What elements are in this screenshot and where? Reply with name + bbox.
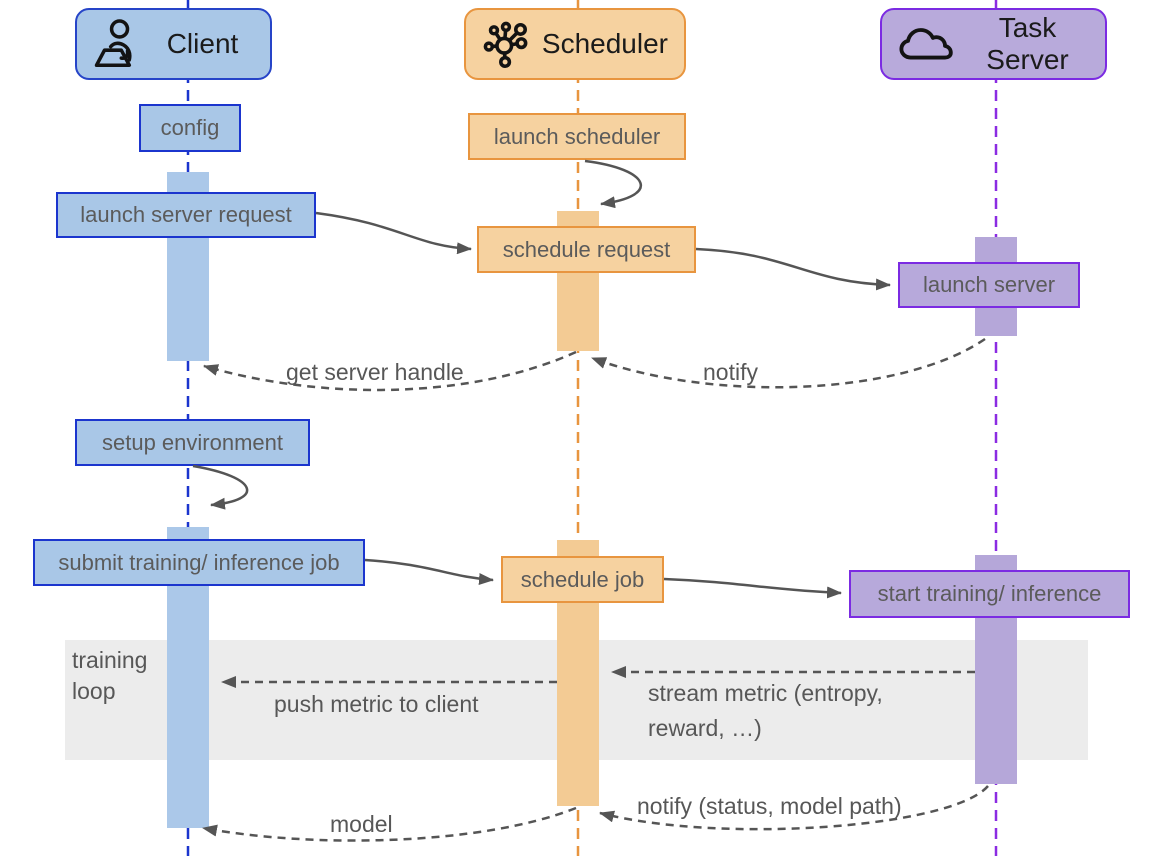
arrow-schedule-request-to-launch-server	[695, 247, 891, 291]
arrow-schedule-job-to-start-training	[663, 577, 842, 599]
label-stream-metric-line1: stream metric (entropy,	[648, 680, 883, 706]
note-launch-scheduler: launch scheduler	[468, 113, 686, 160]
note-start-training: start training/ inference	[849, 570, 1130, 618]
actor-task-server: Task Server	[880, 8, 1107, 80]
label-training-loop-line2: loop	[72, 678, 116, 704]
arrow-launch-scheduler-self	[584, 159, 643, 209]
label-get-server-handle: get server handle	[286, 359, 464, 385]
label-model: model	[330, 811, 393, 837]
note-config: config	[139, 104, 241, 152]
label-notify-status: notify (status, model path)	[637, 793, 902, 819]
label-training-loop-line1: training	[72, 647, 148, 673]
actor-task-server-label: Task Server	[986, 12, 1069, 75]
note-setup-environment: setup environment	[75, 419, 310, 466]
cloud-icon	[899, 28, 953, 60]
arrow-launch-server-request-to-schedule-request	[315, 211, 472, 255]
note-submit-job: submit training/ inference job	[33, 539, 365, 586]
actor-scheduler: Scheduler	[464, 8, 686, 80]
arrow-submit-job-to-schedule-job	[364, 558, 494, 586]
actor-client: Client	[75, 8, 272, 80]
arrow-setup-environment-self	[192, 464, 249, 510]
note-launch-server-request: launch server request	[56, 192, 316, 238]
network-icon	[483, 21, 528, 69]
note-launch-server: launch server	[898, 262, 1080, 308]
label-push-metric: push metric to client	[274, 691, 479, 717]
note-schedule-request: schedule request	[477, 226, 696, 273]
actor-scheduler-label: Scheduler	[541, 28, 668, 59]
arrow-notify	[591, 337, 986, 389]
person-laptop-icon	[94, 19, 132, 67]
label-notify: notify	[703, 359, 758, 385]
label-training-loop: training loop	[72, 645, 147, 707]
label-stream-metric: stream metric (entropy, reward, …)	[648, 676, 883, 746]
actor-client-label: Client	[166, 28, 239, 59]
label-stream-metric-line2: reward, …)	[648, 715, 762, 741]
note-schedule-job: schedule job	[501, 556, 664, 603]
